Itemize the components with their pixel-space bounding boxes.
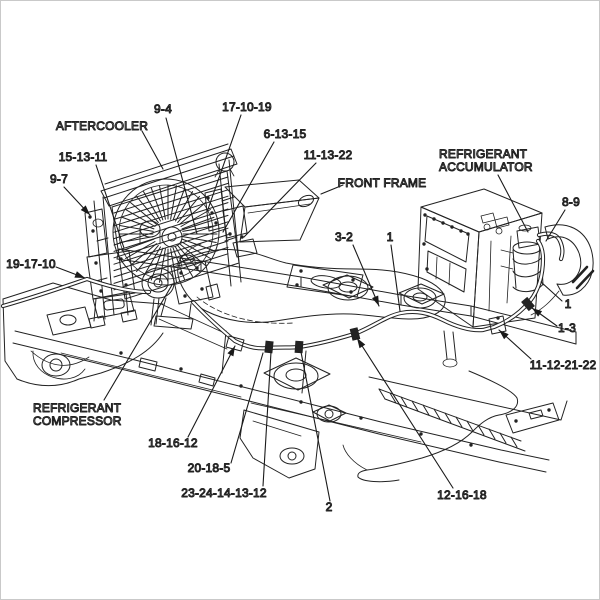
arrowhead-part-18-16-12 <box>227 346 235 357</box>
leader-part-1-top <box>390 244 401 312</box>
frame-weldment <box>2 248 577 483</box>
leader-part-9-4 <box>165 117 198 235</box>
callout-part-11-13-22: 11-13-22 <box>304 148 353 162</box>
leader-part-11-13-22 <box>243 162 317 238</box>
callout-part-9-4: 9-4 <box>154 102 172 116</box>
arrowhead-part-12-16-18 <box>357 338 366 349</box>
refrigerant-compressor-assembly <box>141 254 221 330</box>
callout-part-15-13-11: 15-13-11 <box>59 150 108 164</box>
arrowhead-part-3-2 <box>372 295 379 306</box>
leader-part-20-18-5 <box>230 352 264 464</box>
callout-part-1-3: 1-3 <box>558 321 576 335</box>
leader-part-12-16-18 <box>356 337 454 489</box>
arrowhead-part-9-7 <box>80 205 90 215</box>
callout-part-18-16-12: 18-16-12 <box>148 436 198 450</box>
arrowhead-part-11-12-21-22 <box>499 330 509 340</box>
leader-part-1-right <box>540 281 563 302</box>
leader-part-6-13-15 <box>222 141 275 233</box>
leader-part-15-13-11 <box>95 164 125 249</box>
callout-part-12-16-18: 12-16-18 <box>437 488 487 502</box>
fan-shroud <box>112 178 220 286</box>
callout-part-1-top: 1 <box>387 230 394 244</box>
callout-labels: AFTERCOOLER 9-4 17-10-19 6-13-15 11-13-22 15-… <box>6 100 597 515</box>
leader-part-8-9 <box>545 209 566 242</box>
callout-aftercooler: AFTERCOOLER <box>56 119 148 133</box>
callout-part-9-7: 9-7 <box>50 172 68 186</box>
arrowhead-part-19-17-10 <box>74 271 85 278</box>
leader-part-17-10-19 <box>206 114 242 213</box>
leader-aftercooler <box>141 130 164 170</box>
arrowhead-part-1-3 <box>532 308 543 317</box>
callout-part-2: 2 <box>326 500 333 514</box>
leader-part-23-24-14-13-12 <box>262 351 272 487</box>
leader-part-18-16-12 <box>187 345 236 438</box>
ac-hoses <box>1 238 546 354</box>
hose-clamp <box>521 296 535 312</box>
filler-cap <box>215 152 235 172</box>
leader-part-2 <box>300 351 331 502</box>
callout-part-3-2: 3-2 <box>335 230 353 244</box>
hose-clamp <box>225 335 245 352</box>
callout-part-19-17-10: 19-17-10 <box>6 257 56 271</box>
callout-part-17-10-19: 17-10-19 <box>222 100 272 114</box>
leader-part-3-2 <box>352 244 380 307</box>
hose-clamp <box>294 340 304 354</box>
callout-part-8-9: 8-9 <box>562 195 580 209</box>
bolt-dots <box>88 196 551 447</box>
leader-refrigerant-accumulator <box>497 174 529 233</box>
callout-part-20-18-5: 20-18-5 <box>188 461 231 475</box>
front-frame-beam <box>224 179 320 258</box>
callout-part-1-right: 1 <box>565 297 572 311</box>
hose-clamp <box>264 340 274 354</box>
hose-clamp <box>349 327 361 341</box>
callout-front-frame: FRONT FRAME <box>338 176 427 190</box>
leader-refrigerant-compressor <box>103 284 173 401</box>
leader-front-frame <box>320 184 344 195</box>
callout-part-6-13-15: 6-13-15 <box>264 127 307 141</box>
callout-part-11-12-21-22: 11-12-21-22 <box>530 358 597 372</box>
callout-part-23-24-14-13-12: 23-24-14-13-12 <box>181 486 267 500</box>
callout-leaders <box>55 114 566 502</box>
